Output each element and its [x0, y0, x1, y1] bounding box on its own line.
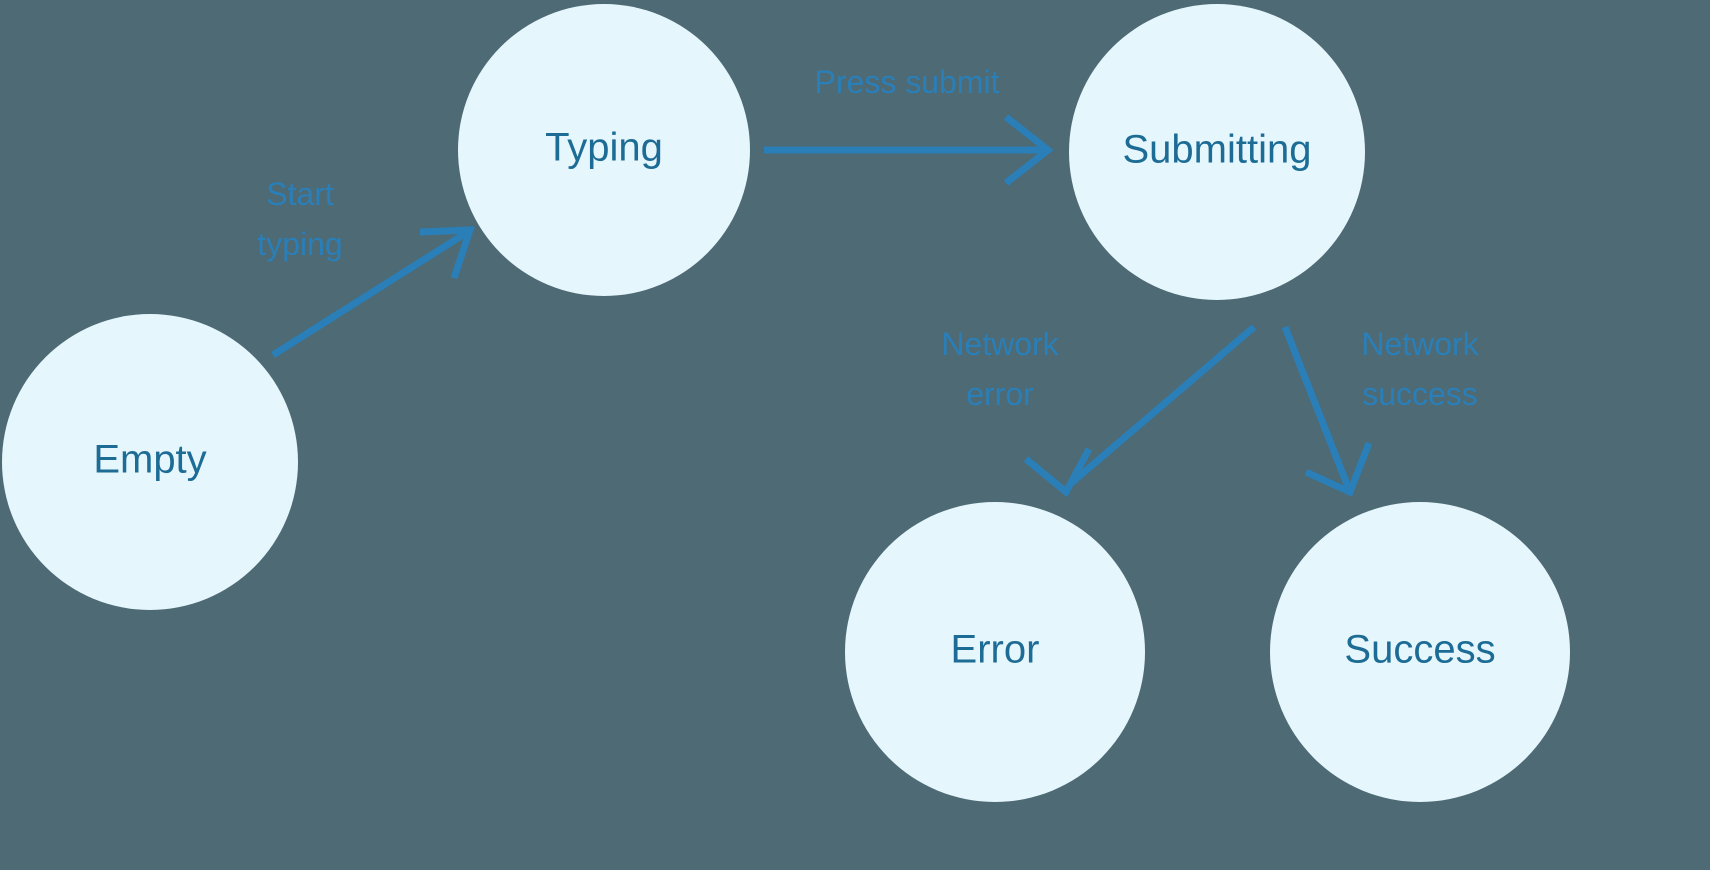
edge-label-line-2: error — [966, 376, 1034, 412]
arrowhead-submitting-to-success — [1304, 441, 1373, 497]
node-success[interactable]: Success — [1270, 502, 1570, 802]
edge-empty-to-typing[interactable] — [271, 226, 475, 358]
arrowhead-submitting-to-error — [1023, 447, 1093, 498]
node-circle-submitting — [1069, 4, 1365, 300]
node-empty[interactable]: Empty — [2, 314, 298, 610]
edge-label-empty-to-typing: Start typing — [257, 176, 342, 262]
arrowhead-typing-to-submitting — [1003, 114, 1054, 186]
edge-label-submitting-to-error: Network error — [941, 326, 1059, 412]
edge-label-line-2: typing — [257, 226, 342, 262]
edge-line-empty-to-typing — [271, 230, 468, 358]
node-circle-error — [845, 502, 1145, 802]
edge-submitting-to-success[interactable] — [1281, 325, 1373, 497]
node-submitting[interactable]: Submitting — [1069, 4, 1365, 300]
node-label-success: Success — [1344, 628, 1495, 672]
node-label-error: Error — [951, 628, 1040, 672]
node-label-typing: Typing — [545, 126, 663, 170]
node-error[interactable]: Error — [845, 502, 1145, 802]
node-label-empty: Empty — [93, 438, 206, 482]
edge-label-line-2: success — [1362, 376, 1478, 412]
edge-label-submitting-to-success: Network success — [1361, 326, 1479, 412]
edge-line-submitting-to-success — [1281, 325, 1352, 489]
edge-submitting-to-error[interactable] — [1023, 324, 1257, 498]
node-label-submitting: Submitting — [1123, 128, 1312, 172]
edge-line-submitting-to-error — [1066, 324, 1257, 488]
node-typing[interactable]: Typing — [458, 4, 750, 296]
arrowhead-empty-to-typing — [419, 226, 475, 280]
node-circle-empty — [2, 314, 298, 610]
edge-label-line-1: Start — [266, 176, 334, 212]
edge-typing-to-submitting[interactable] — [764, 114, 1054, 186]
edge-label-typing-to-submitting: Press submit — [815, 64, 1000, 100]
node-circle-success — [1270, 502, 1570, 802]
node-circle-typing — [458, 4, 750, 296]
edge-label-line-1: Network — [1361, 326, 1479, 362]
edge-label-line-1: Press submit — [815, 64, 1000, 100]
edge-label-line-1: Network — [941, 326, 1059, 362]
